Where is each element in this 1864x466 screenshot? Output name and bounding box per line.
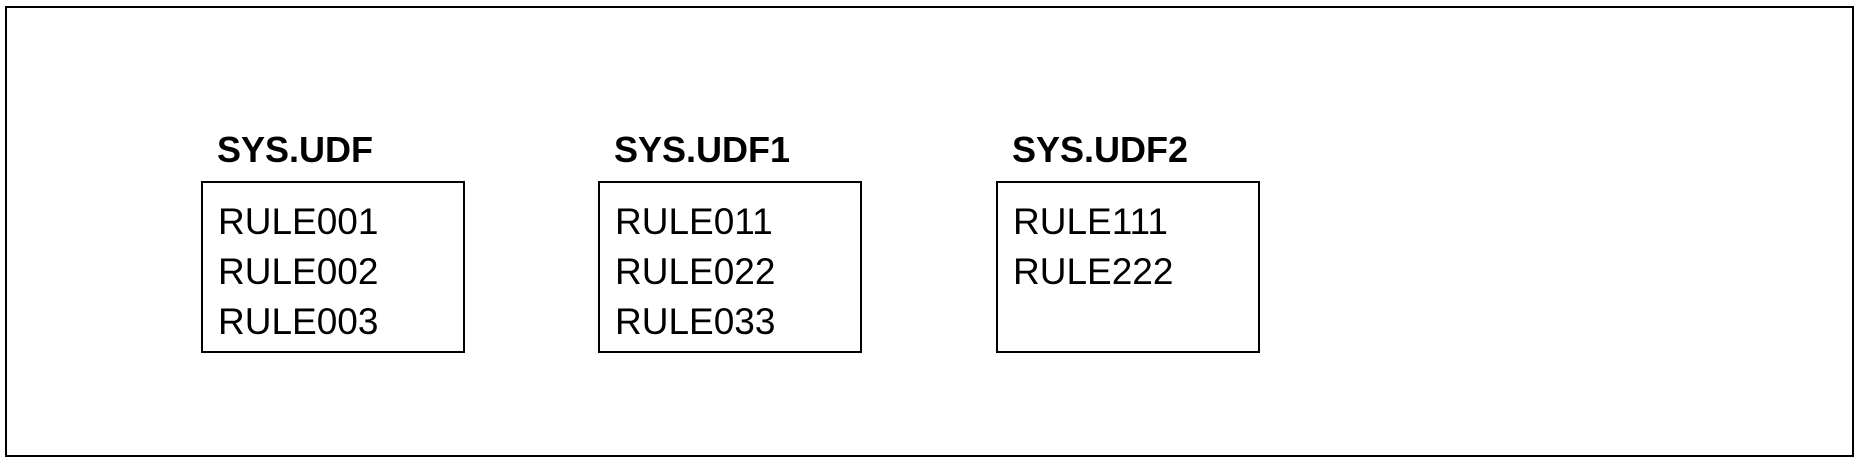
group-title: SYS.UDF2 [1012,129,1189,170]
library-group-sys-udf2: SYS.UDF2 RULE111 RULE222 [996,128,1260,353]
rule-item: RULE001 [218,201,379,242]
rule-item: RULE002 [218,251,379,292]
diagram-frame [5,6,1854,457]
rule-item: RULE111 [1013,201,1168,242]
group-title: SYS.UDF [217,129,374,170]
rule-list-box: RULE011 RULE022 RULE033 [598,181,862,353]
rule-item: RULE003 [218,301,379,342]
rule-item: RULE222 [1013,251,1174,292]
library-group-sys-udf1: SYS.UDF1 RULE011 RULE022 RULE033 [598,128,862,353]
rule-list-box: RULE111 RULE222 [996,181,1260,353]
library-group-sys-udf: SYS.UDF RULE001 RULE002 RULE003 [201,128,465,353]
rule-item: RULE011 [615,201,773,242]
rule-item: RULE033 [615,301,776,342]
group-title: SYS.UDF1 [614,129,791,170]
rule-list-box: RULE001 RULE002 RULE003 [201,181,465,353]
rule-item: RULE022 [615,251,776,292]
